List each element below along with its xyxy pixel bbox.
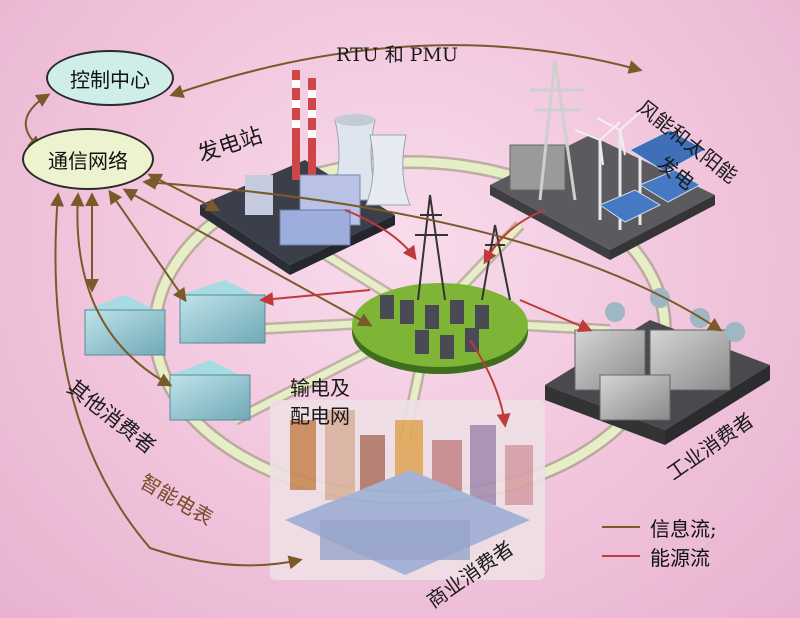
rtu-pmu-label: RTU 和 PMU	[336, 44, 458, 66]
grid-label-2: 配电网	[290, 404, 350, 428]
legend-energy-flow: 能源流	[650, 542, 710, 571]
energy-flow-arrows	[259, 209, 593, 428]
comm-network-node: 通信网络	[22, 128, 154, 190]
grid-label-1: 输电及	[290, 376, 350, 400]
industrial-illustration	[545, 288, 770, 445]
control-center-node: 控制中心	[46, 50, 174, 106]
legend-energy-text: 能源流	[650, 546, 710, 570]
power-plant-illustration	[200, 70, 411, 275]
legend-info-flow: 信息流;	[650, 513, 717, 542]
commercial-illustration	[270, 400, 545, 580]
legend-info-text: 信息流;	[650, 517, 717, 541]
info-flow-arrows	[24, 44, 723, 570]
